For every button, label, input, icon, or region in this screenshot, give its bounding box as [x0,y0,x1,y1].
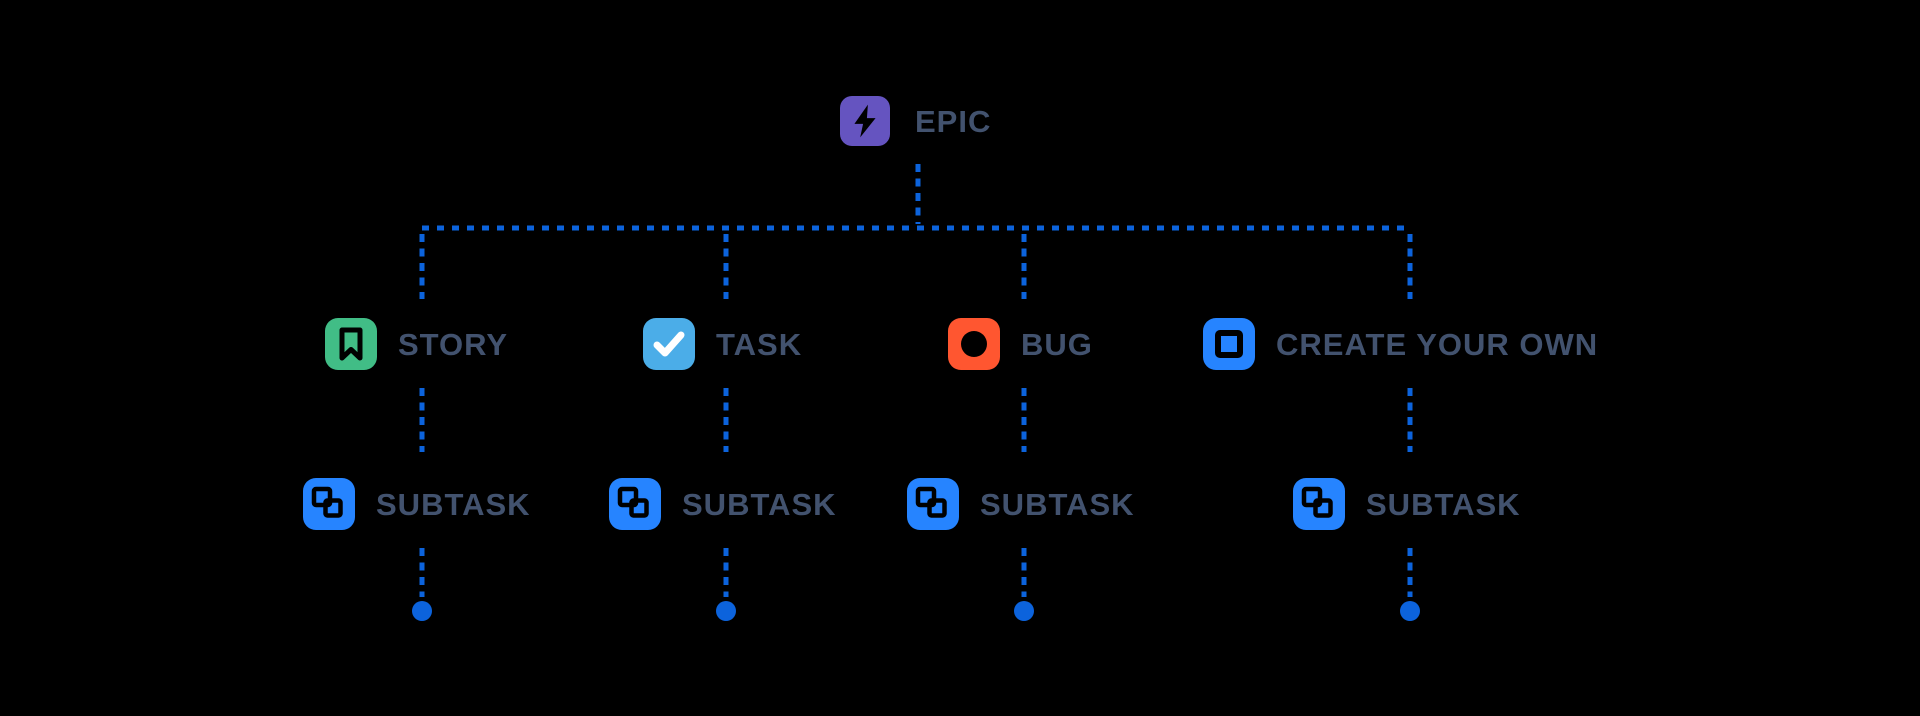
create-your-own-label: CREATE YOUR OWN [1276,326,1599,362]
subtask-icon [907,478,959,530]
circle-icon [961,331,987,357]
endpoint-dot-2 [716,601,736,621]
story-label: STORY [398,326,509,362]
node-epic: EPIC [840,96,991,146]
node-subtask-4: SUBTASK [1293,478,1521,530]
subtask-icon [303,478,355,530]
lightning-bolt-icon [854,104,876,138]
node-subtask-2: SUBTASK [609,478,837,530]
node-subtask-3: SUBTASK [907,478,1135,530]
subtask-glyph-icon [311,486,343,518]
subtask-glyph-icon [915,486,947,518]
subtask-icon [609,478,661,530]
subtask-label: SUBTASK [980,486,1135,522]
subtask-icon [1293,478,1345,530]
endpoint-dot-1 [412,601,432,621]
node-task: TASK [643,318,802,370]
subtask-glyph-icon [1301,486,1333,518]
task-icon [643,318,695,370]
epic-label: EPIC [915,103,992,139]
create-your-own-icon [1203,318,1255,370]
bookmark-icon [339,327,363,361]
node-subtask-1: SUBTASK [303,478,531,530]
story-icon [325,318,377,370]
node-create-your-own: CREATE YOUR OWN [1203,318,1598,370]
endpoint-dot-3 [1014,601,1034,621]
node-bug: BUG [948,318,1093,370]
square-outline-icon [1215,330,1243,358]
epic-icon [840,96,890,146]
bug-icon [948,318,1000,370]
subtask-label: SUBTASK [682,486,837,522]
subtask-glyph-icon [617,486,649,518]
subtask-label: SUBTASK [376,486,531,522]
task-label: TASK [716,326,803,362]
endpoint-dot-4 [1400,601,1420,621]
node-story: STORY [325,318,508,370]
subtask-label: SUBTASK [1366,486,1521,522]
bug-label: BUG [1021,326,1093,362]
checkmark-icon [653,331,685,357]
